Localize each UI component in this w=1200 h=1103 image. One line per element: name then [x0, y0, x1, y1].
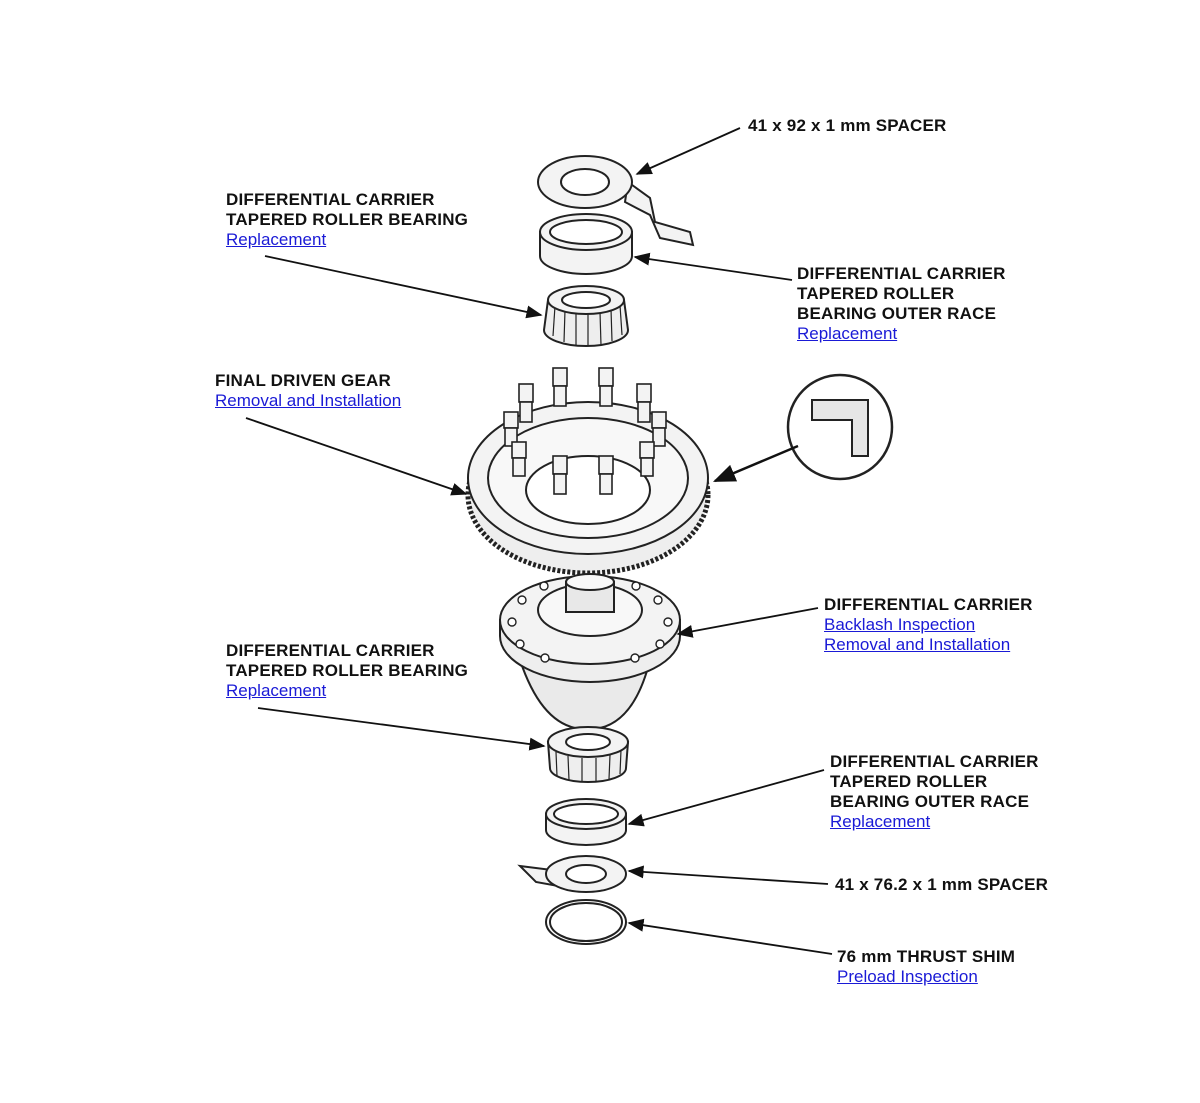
callout-title: TAPERED ROLLER BEARING: [226, 210, 469, 229]
leader-spacer-bottom: [627, 865, 829, 885]
removal-installation-link[interactable]: Removal and Installation: [824, 635, 1011, 654]
callout-spacer-bottom: 41 x 76.2 x 1 mm SPACER: [835, 875, 1048, 895]
callout-spacer-top: 41 x 92 x 1 mm SPACER: [748, 116, 947, 136]
removal-installation-link[interactable]: Removal and Installation: [215, 391, 402, 410]
leader-bearing-bottom: [257, 707, 546, 751]
replacement-link[interactable]: Replacement: [830, 812, 931, 831]
leader-bearing-top: [264, 255, 543, 319]
leader-final-driven-gear: [245, 417, 468, 496]
replacement-link[interactable]: Replacement: [226, 681, 327, 700]
callout-title: BEARING OUTER RACE: [830, 792, 1030, 811]
outer-race-bottom-part: [545, 798, 627, 846]
replacement-link[interactable]: Replacement: [226, 230, 327, 249]
callout-title: TAPERED ROLLER BEARING: [226, 661, 469, 680]
callout-outer-race-bottom: DIFFERENTIAL CARRIER TAPERED ROLLER BEAR…: [830, 752, 1039, 832]
outer-race-top-part: [539, 213, 633, 275]
differential-carrier-part: [499, 573, 681, 729]
callout-title: 41 x 76.2 x 1 mm SPACER: [835, 875, 1049, 894]
callout-outer-race-top: DIFFERENTIAL CARRIER TAPERED ROLLER BEAR…: [797, 264, 1006, 344]
preload-inspection-link[interactable]: Preload Inspection: [837, 967, 978, 986]
callout-title: TAPERED ROLLER: [830, 772, 988, 791]
callout-differential-carrier: DIFFERENTIAL CARRIER Backlash Inspection…: [824, 595, 1033, 655]
callout-bearing-top: DIFFERENTIAL CARRIER TAPERED ROLLER BEAR…: [226, 190, 468, 250]
final-driven-gear-part: [465, 367, 711, 576]
callout-title: DIFFERENTIAL CARRIER: [797, 264, 1006, 283]
leader-spacer-top: [635, 127, 741, 175]
callout-title: DIFFERENTIAL CARRIER: [226, 190, 435, 209]
callout-title: BEARING OUTER RACE: [797, 304, 997, 323]
leader-detail-circle: [712, 444, 799, 483]
thrust-shim-part: [545, 899, 627, 945]
callout-title: DIFFERENTIAL CARRIER: [824, 595, 1033, 614]
leader-outer-race-top: [633, 252, 793, 281]
bearing-bottom-part: [546, 726, 630, 783]
bearing-top-part: [542, 285, 630, 347]
callout-title: TAPERED ROLLER: [797, 284, 955, 303]
spacer-bottom-part: [517, 855, 627, 893]
callout-title: FINAL DRIVEN GEAR: [215, 371, 391, 390]
callout-thrust-shim: 76 mm THRUST SHIM Preload Inspection: [837, 947, 1015, 987]
callout-title: DIFFERENTIAL CARRIER: [226, 641, 435, 660]
leader-outer-race-bottom: [627, 769, 825, 827]
replacement-link[interactable]: Replacement: [797, 324, 898, 343]
callout-title: 76 mm THRUST SHIM: [837, 947, 1016, 966]
leader-differential-carrier: [676, 607, 819, 638]
callout-title: DIFFERENTIAL CARRIER: [830, 752, 1039, 771]
callout-title: 41 x 92 x 1 mm SPACER: [748, 116, 947, 135]
backlash-inspection-link[interactable]: Backlash Inspection: [824, 615, 976, 634]
leader-thrust-shim: [627, 918, 833, 955]
detail-circle-icon: [786, 373, 894, 481]
leader-lines: [245, 127, 833, 955]
spacer-top-part: [537, 155, 695, 247]
callout-final-driven-gear: FINAL DRIVEN GEAR Removal and Installati…: [215, 371, 401, 411]
callout-bearing-bottom: DIFFERENTIAL CARRIER TAPERED ROLLER BEAR…: [226, 641, 468, 701]
